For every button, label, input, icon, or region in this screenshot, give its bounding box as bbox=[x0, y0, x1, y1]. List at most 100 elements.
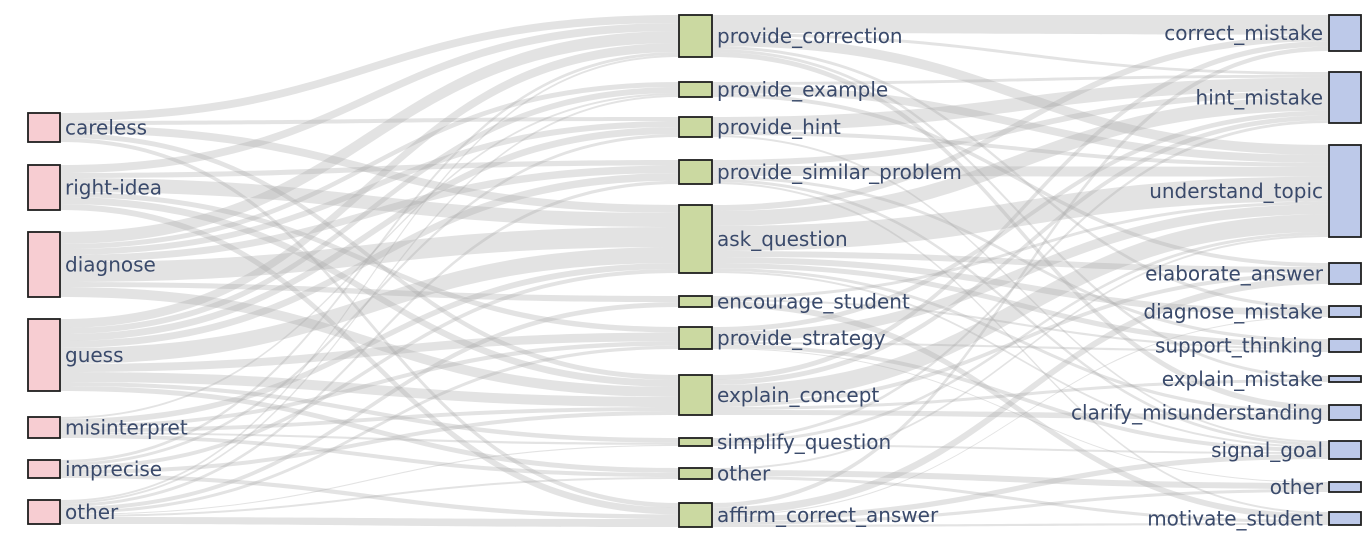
sankey-link-provide_strategy-to-understand_topic bbox=[712, 204, 1329, 342]
sankey-link-guess-to-provide_hint bbox=[60, 127, 679, 341]
sankey-link-misinterpret-to-other_mid bbox=[60, 434, 679, 477]
sankey-link-guess-to-provide_correction bbox=[60, 43, 679, 328]
sankey-link-ask_question-to-signal_goal bbox=[712, 271, 1329, 448]
sankey-node-label-right_idea: right-idea bbox=[65, 176, 162, 200]
sankey-link-other_left-to-other_mid bbox=[60, 477, 679, 517]
sankey-node-signal_goal bbox=[1328, 440, 1362, 460]
sankey-link-provide_correction-to-hint_mistake bbox=[712, 33, 1329, 75]
sankey-link-simplify_question-to-understand_topic bbox=[712, 232, 1329, 444]
sankey-link-diagnose-to-ask_question bbox=[60, 227, 679, 282]
sankey-node-ask_question bbox=[678, 204, 713, 274]
sankey-link-guess-to-provide_similar_problem bbox=[60, 173, 679, 348]
sankey-node-label-provide_example: provide_example bbox=[717, 78, 888, 102]
sankey-node-label-guess: guess bbox=[65, 343, 124, 367]
sankey-link-explain_concept-to-hint_mistake bbox=[712, 115, 1329, 385]
sankey-link-diagnose-to-provide_similar_problem bbox=[60, 165, 679, 262]
sankey-link-provide_example-to-understand_topic bbox=[712, 85, 1329, 163]
sankey-link-affirm_correct_answer-to-elaborate_answer bbox=[712, 277, 1329, 515]
sankey-link-imprecise-to-provide_correction bbox=[60, 52, 679, 463]
sankey-node-label-misinterpret: misinterpret bbox=[65, 416, 188, 440]
sankey-node-label-simplify_question: simplify_question bbox=[717, 430, 891, 454]
sankey-link-provide_correction-to-clarify_misunderstanding bbox=[712, 52, 1329, 411]
sankey-link-imprecise-to-affirm_correct_answer bbox=[60, 474, 679, 519]
sankey-node-guess bbox=[27, 318, 61, 392]
sankey-link-affirm_correct_answer-to-motivate_student bbox=[712, 523, 1329, 527]
sankey-link-simplify_question-to-hint_mistake bbox=[712, 120, 1329, 442]
sankey-node-label-understand_topic: understand_topic bbox=[1149, 179, 1323, 203]
sankey-node-label-explain_mistake: explain_mistake bbox=[1162, 367, 1323, 391]
sankey-node-label-affirm_correct_answer: affirm_correct_answer bbox=[717, 503, 939, 527]
sankey-link-right_idea-to-provide_strategy bbox=[60, 192, 679, 333]
sankey-link-imprecise-to-provide_hint bbox=[60, 134, 679, 466]
sankey-node-label-other_left: other bbox=[65, 500, 119, 524]
sankey-node-affirm_correct_answer bbox=[678, 502, 713, 528]
sankey-node-motivate_student bbox=[1328, 511, 1362, 526]
sankey-link-provide_similar_problem-to-signal_goal bbox=[712, 179, 1329, 446]
sankey-link-guess-to-simplify_question bbox=[60, 382, 679, 443]
sankey-link-provide_correction-to-explain_mistake bbox=[712, 49, 1329, 379]
sankey-links bbox=[60, 15, 1329, 527]
sankey-node-label-other_right: other bbox=[1270, 475, 1324, 499]
sankey-link-other_left-to-provide_strategy bbox=[60, 345, 679, 514]
sankey-link-diagnose-to-provide_example bbox=[60, 82, 679, 249]
sankey-link-ask_question-to-support_thinking bbox=[712, 263, 1329, 348]
sankey-node-understand_topic bbox=[1328, 144, 1362, 238]
sankey-node-label-elaborate_answer: elaborate_answer bbox=[1145, 262, 1324, 286]
sankey-node-elaborate_answer bbox=[1328, 262, 1362, 285]
sankey-link-ask_question-to-correct_mistake bbox=[712, 34, 1329, 211]
sankey-link-affirm_correct_answer-to-correct_mistake bbox=[712, 46, 1329, 508]
sankey-link-explain_concept-to-correct_mistake bbox=[712, 41, 1329, 380]
sankey-node-provide_strategy bbox=[678, 326, 713, 350]
sankey-link-affirm_correct_answer-to-diagnose_mistake bbox=[712, 315, 1329, 517]
sankey-link-guess-to-provide_strategy bbox=[60, 332, 679, 372]
sankey-node-support_thinking bbox=[1328, 338, 1362, 353]
sankey-link-other_left-to-provide_similar_problem bbox=[60, 180, 679, 507]
sankey-link-provide_hint-to-hint_mistake bbox=[712, 77, 1329, 131]
sankey-link-guess-to-provide_example bbox=[60, 87, 679, 334]
sankey-link-misinterpret-to-provide_example bbox=[60, 93, 679, 419]
sankey-node-label-provide_similar_problem: provide_similar_problem bbox=[717, 160, 962, 184]
sankey-link-provide_example-to-elaborate_answer bbox=[712, 93, 1329, 267]
sankey-node-explain_concept bbox=[678, 374, 713, 416]
sankey-node-label-hint_mistake: hint_mistake bbox=[1196, 86, 1323, 110]
sankey-node-label-clarify_misunderstanding: clarify_misunderstanding bbox=[1071, 401, 1323, 425]
sankey-node-label-diagnose_mistake: diagnose_mistake bbox=[1143, 300, 1323, 324]
sankey-link-imprecise-to-explain_concept bbox=[60, 411, 679, 474]
sankey-link-misinterpret-to-explain_concept bbox=[60, 407, 679, 433]
sankey-node-label-other_mid: other bbox=[717, 462, 771, 486]
sankey-link-provide_similar_problem-to-hint_mistake bbox=[712, 90, 1329, 166]
sankey-link-diagnose-to-explain_concept bbox=[60, 287, 679, 397]
sankey-link-encourage_student-to-motivate_student bbox=[712, 301, 1329, 520]
sankey-link-imprecise-to-ask_question bbox=[60, 269, 679, 470]
sankey-node-label-explain_concept: explain_concept bbox=[717, 383, 879, 407]
sankey-node-label-provide_hint: provide_hint bbox=[717, 115, 841, 139]
sankey-node-other_mid bbox=[678, 467, 713, 480]
sankey-link-misinterpret-to-simplify_question bbox=[60, 432, 679, 445]
sankey-node-label-signal_goal: signal_goal bbox=[1211, 438, 1323, 462]
sankey-link-careless-to-explain_concept bbox=[60, 133, 679, 380]
sankey-link-guess-to-explain_concept bbox=[60, 372, 679, 407]
sankey-node-label-correct_mistake: correct_mistake bbox=[1164, 21, 1323, 45]
sankey-node-provide_example bbox=[678, 81, 713, 98]
sankey-link-right_idea-to-affirm_correct_answer bbox=[60, 204, 679, 515]
sankey-node-label-careless: careless bbox=[65, 116, 147, 140]
sankey-link-provide_strategy-to-support_thinking bbox=[712, 342, 1329, 352]
sankey-node-simplify_question bbox=[678, 437, 713, 447]
sankey-link-other_mid-to-understand_topic bbox=[712, 235, 1329, 470]
sankey-link-ask_question-to-hint_mistake bbox=[712, 96, 1329, 226]
sankey-link-affirm_correct_answer-to-other_right bbox=[712, 489, 1329, 525]
sankey-node-label-diagnose: diagnose bbox=[65, 253, 156, 277]
sankey-link-other_left-to-simplify_question bbox=[60, 444, 679, 515]
sankey-link-right_idea-to-explain_concept bbox=[60, 197, 679, 387]
sankey-link-provide_correction-to-diagnose_mistake bbox=[712, 46, 1329, 310]
sankey-node-label-motivate_student: motivate_student bbox=[1147, 507, 1323, 531]
sankey-nodes bbox=[27, 14, 1362, 528]
sankey-node-label-imprecise: imprecise bbox=[65, 457, 162, 481]
sankey-link-careless-to-ask_question bbox=[60, 125, 679, 213]
sankey-link-explain_concept-to-understand_topic bbox=[712, 214, 1329, 403]
sankey-link-provide_correction-to-understand_topic bbox=[712, 36, 1329, 155]
sankey-link-provide_strategy-to-signal_goal bbox=[712, 344, 1329, 452]
sankey-node-misinterpret bbox=[27, 416, 61, 439]
sankey-node-correct_mistake bbox=[1328, 14, 1362, 52]
